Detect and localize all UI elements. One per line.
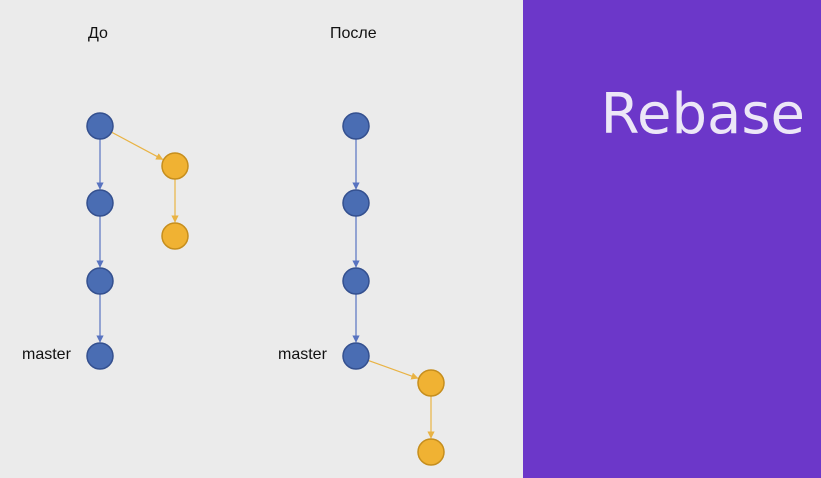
- git-graph: [86, 112, 445, 466]
- before-commit-m1: [86, 112, 114, 140]
- before-commit-m4: [86, 342, 114, 370]
- title-panel: Rebase: [523, 0, 821, 478]
- before-commit-f2: [161, 222, 189, 250]
- heading-after: После: [330, 25, 377, 42]
- after-commit-m1: [342, 112, 370, 140]
- after-commit-m3: [342, 267, 370, 295]
- after-commit-f2: [417, 438, 445, 466]
- before-commit-m3: [86, 267, 114, 295]
- after-edge-m4-f1: [368, 359, 419, 380]
- master-label-after: master: [278, 346, 327, 363]
- diagram-panel: До После master master: [22, 25, 445, 466]
- after-commit-f1: [417, 369, 445, 397]
- before-edge-m1-f1: [111, 131, 164, 160]
- master-label-before: master: [22, 346, 71, 363]
- before-commit-m2: [86, 189, 114, 217]
- after-commit-m2: [342, 189, 370, 217]
- before-commit-f1: [161, 152, 189, 180]
- heading-before: До: [88, 25, 108, 42]
- slide-title: Rebase: [600, 82, 805, 147]
- after-commit-m4: [342, 342, 370, 370]
